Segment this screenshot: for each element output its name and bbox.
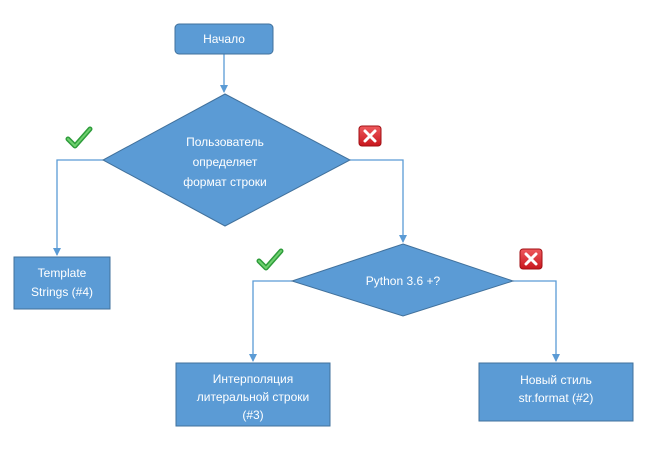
interpolation-line-1: Интерполяция <box>213 372 293 386</box>
decision-user-defines-format: Пользователь определяет формат строки <box>101 93 352 227</box>
edge-python-no <box>513 280 560 362</box>
decision-python-version: Python 3.6 +? <box>290 243 515 317</box>
python-label: Python 3.6 +? <box>366 274 441 288</box>
connectors <box>53 54 560 362</box>
new-style-line-1: Новый стиль <box>520 373 592 387</box>
python-diamond <box>290 243 515 317</box>
new-style-box <box>478 362 634 422</box>
start-box <box>174 23 274 55</box>
decision-diamond <box>101 93 352 227</box>
interpolation-line-3: (#3) <box>242 408 263 422</box>
edge-decision-yes <box>53 159 103 256</box>
red-cross-icon <box>519 248 543 270</box>
start-label: Начало <box>203 32 245 46</box>
decision-line-2: определяет <box>193 155 258 169</box>
interpolation-line-2: литеральной строки <box>197 390 309 404</box>
template-strings-box <box>13 256 111 310</box>
template-strings-line-1: Template <box>38 266 87 280</box>
template-strings-node: Template Strings (#4) <box>13 256 111 310</box>
check-mark-icon <box>65 126 93 149</box>
check-mark-icon <box>256 248 284 271</box>
template-strings-line-2: Strings (#4) <box>31 285 93 299</box>
decision-line-3: формат строки <box>183 175 267 189</box>
red-cross-icon <box>358 125 382 147</box>
edge-decision-no <box>350 159 407 243</box>
decision-line-1: Пользователь <box>186 135 264 149</box>
interpolation-box <box>175 362 331 427</box>
interpolation-node: Интерполяция литеральной строки (#3) <box>175 362 331 427</box>
new-style-line-2: str.format (#2) <box>519 391 594 405</box>
new-style-node: Новый стиль str.format (#2) <box>478 362 634 422</box>
start-node: Начало <box>174 23 274 55</box>
edge-python-yes <box>249 280 292 362</box>
